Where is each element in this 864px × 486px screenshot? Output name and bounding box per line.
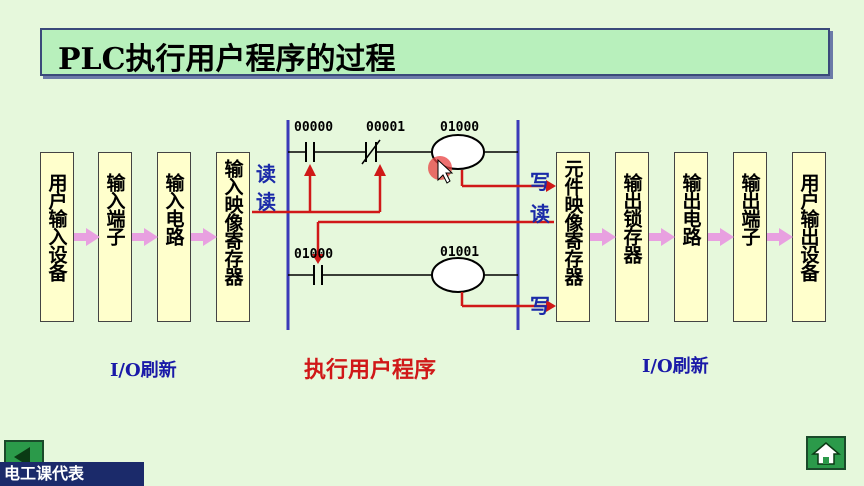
box-label: 用户输出设备 xyxy=(797,173,820,281)
arrow-shaft xyxy=(590,233,604,241)
box-output-terminal: 输出端子 xyxy=(733,152,767,322)
mouse-pointer-icon xyxy=(437,158,454,184)
footer-watermark: 电工课代表 xyxy=(0,462,144,486)
nc-slash xyxy=(361,139,381,165)
page-title: PLC执行用户程序的过程 xyxy=(58,42,396,77)
box-user-output-device: 用户输出设备 xyxy=(792,152,826,322)
write-label: 写 xyxy=(530,170,550,194)
box-user-input-device: 用户输入设备 xyxy=(40,152,74,322)
box-input-image-register: 输入映像寄存器 xyxy=(216,152,250,322)
box-label: 输出端子 xyxy=(738,173,761,245)
execute-program-label: 执行用户程序 xyxy=(304,358,437,383)
addr-contact-00000: 00000 xyxy=(294,120,334,135)
arrow-right-icon xyxy=(546,300,556,312)
arrow-right-icon xyxy=(203,228,217,246)
addr-contact-00001: 00001 xyxy=(366,120,406,135)
title-bar: PLC执行用户程序的过程 xyxy=(40,28,830,77)
arrow-right-icon xyxy=(144,228,158,246)
arrow-shaft xyxy=(649,233,663,241)
read-label: 读 xyxy=(530,202,550,226)
box-label: 输出锁存器 xyxy=(620,173,643,263)
arrow-right-icon xyxy=(86,228,100,246)
arrow-shaft xyxy=(708,233,722,241)
arrow-up-icon xyxy=(304,164,316,176)
io-refresh-right-label: I/O刷新 xyxy=(642,356,709,377)
arrow-shaft xyxy=(767,233,781,241)
arrow-up-icon xyxy=(374,164,386,176)
addr-contact-01000: 01000 xyxy=(294,247,334,262)
box-label: 输入映像寄存器 xyxy=(221,159,244,285)
io-refresh-left-label: I/O刷新 xyxy=(110,360,177,381)
read-label: 读 xyxy=(256,190,276,214)
box-label: 元件映像寄存器 xyxy=(561,159,584,285)
home-button[interactable] xyxy=(806,436,846,470)
coil-01001 xyxy=(431,257,485,293)
read-label: 读 xyxy=(256,162,276,186)
arrow-shaft xyxy=(132,233,146,241)
addr-coil-01000: 01000 xyxy=(440,120,480,135)
arrow-right-icon xyxy=(602,228,616,246)
arrow-down-icon xyxy=(312,254,324,264)
arrow-shaft xyxy=(74,233,88,241)
box-label: 输入电路 xyxy=(162,173,185,245)
arrow-right-icon xyxy=(661,228,675,246)
box-element-image-register: 元件映像寄存器 xyxy=(556,152,590,322)
home-icon xyxy=(810,442,842,465)
addr-coil-01001: 01001 xyxy=(440,245,480,260)
arrow-right-icon xyxy=(779,228,793,246)
box-output-latch: 输出锁存器 xyxy=(615,152,649,322)
arrow-right-icon xyxy=(720,228,734,246)
arrow-shaft xyxy=(191,233,205,241)
box-label: 用户输入设备 xyxy=(45,173,68,281)
box-label: 输出电路 xyxy=(679,173,702,245)
box-label: 输入端子 xyxy=(103,173,126,245)
arrow-right-icon xyxy=(546,180,556,192)
write-label: 写 xyxy=(530,294,550,318)
box-input-circuit: 输入电路 xyxy=(157,152,191,322)
